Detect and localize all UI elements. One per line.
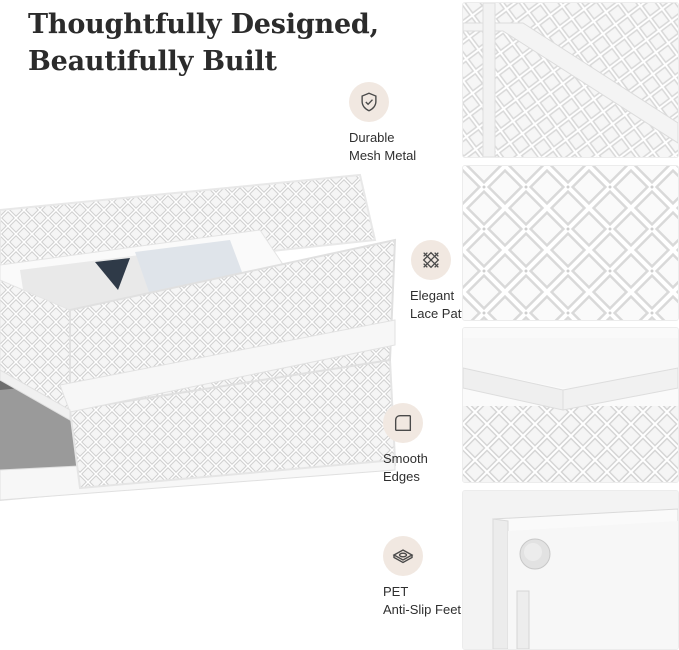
headline-line-2: Beautifully Built [28,46,277,77]
feature-title: Smooth [383,451,428,466]
feature-subtitle: Edges [383,469,420,484]
headline: Thoughtfully Designed, Beautifully Built [28,6,379,80]
feature-title: Durable [349,130,395,145]
feature-subtitle: Anti-Slip Feet [383,602,462,617]
detail-photo-anti-slip-foot [462,490,679,650]
lace-pattern-icon [411,240,451,280]
detail-photo-smooth-edge [462,327,679,483]
letter-tray-product-image: MO ME [0,170,400,510]
detail-photo-lace-pattern [462,165,679,321]
feature-subtitle: Mesh Metal [349,148,417,163]
rounded-corner-icon [383,403,423,443]
detail-photo-mesh-corner [462,2,679,158]
anti-slip-pad-icon [383,536,423,576]
headline-line-1: Thoughtfully Designed, [28,9,379,40]
feature-title: PET [383,584,409,599]
shield-check-icon [349,82,389,122]
feature-title: Elegant [410,288,455,303]
letter-tray-illustration: MO ME [0,173,397,502]
